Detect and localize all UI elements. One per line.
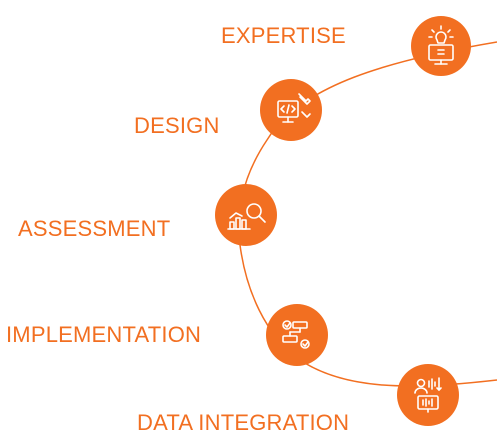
checklist-flow-icon (282, 320, 310, 349)
code-monitor-wrench-icon (277, 93, 311, 123)
user-data-monitor-icon (414, 377, 442, 413)
stage-label-assessment: ASSESSMENT (18, 216, 171, 241)
lightbulb-monitor-icon (428, 25, 454, 65)
chart-magnifier-icon (227, 203, 266, 230)
stage-label-expertise: EXPERTISE (221, 23, 346, 48)
stage-label-data-integration: DATA INTEGRATION (137, 410, 350, 435)
stage-label-design: DESIGN (134, 113, 220, 138)
stage-label-implementation: IMPLEMENTATION (6, 322, 202, 347)
